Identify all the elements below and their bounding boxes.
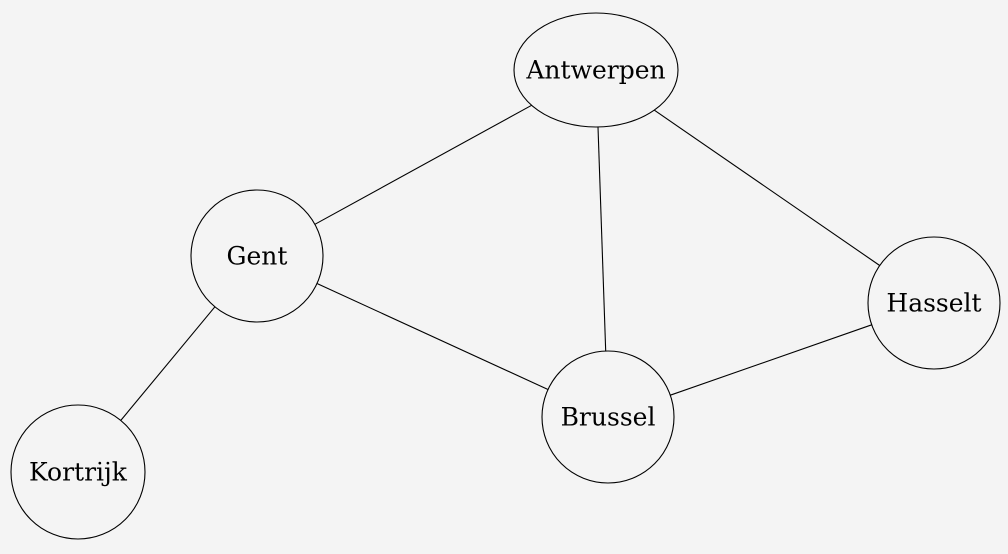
edge-antwerpen-brussel [597, 126, 607, 352]
node-gent-shape [190, 189, 324, 323]
edge-antwerpen-hasselt [653, 109, 881, 266]
edge-antwerpen-gent [314, 104, 532, 225]
node-kortrijk-label: Kortrijk [29, 458, 128, 487]
node-antwerpen-label: Antwerpen [525, 56, 665, 85]
node-antwerpen: Antwerpen [513, 12, 679, 128]
node-brussel-label: Brussel [561, 403, 656, 432]
node-kortrijk-shape [10, 404, 146, 540]
node-kortrijk: Kortrijk [10, 404, 146, 540]
node-gent: Gent [190, 189, 324, 323]
edge-brussel-hasselt [670, 324, 872, 396]
node-gent-label: Gent [227, 242, 288, 271]
node-antwerpen-shape [513, 12, 679, 128]
node-brussel-shape [541, 350, 675, 484]
edges [120, 104, 881, 421]
edge-gent-brussel [316, 283, 549, 390]
node-hasselt-shape [867, 236, 1001, 370]
node-brussel: Brussel [541, 350, 675, 484]
node-hasselt: Hasselt [867, 236, 1001, 370]
edge-gent-kortrijk [120, 306, 216, 421]
node-hasselt-label: Hasselt [886, 289, 981, 318]
